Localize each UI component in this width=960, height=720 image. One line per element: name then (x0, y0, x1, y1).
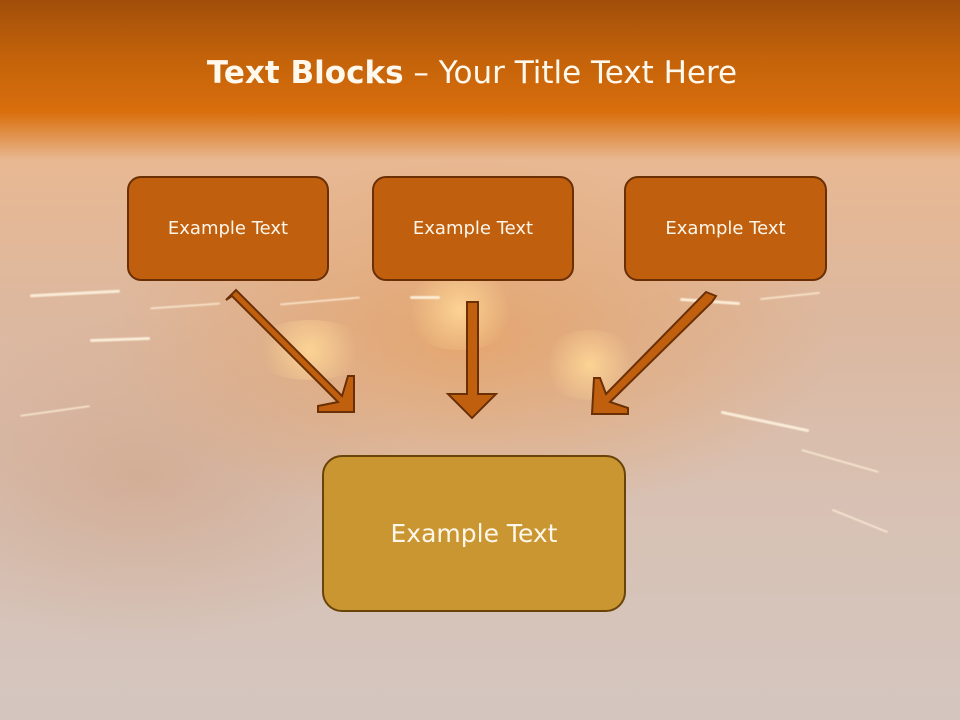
title-bold: Text Blocks (206, 55, 404, 91)
text-block-1[interactable]: Example Text (127, 176, 329, 281)
text-block-2-label: Example Text (412, 218, 534, 239)
text-block-1-label: Example Text (167, 218, 289, 239)
title-dash: – (403, 55, 439, 91)
main-text-block[interactable]: Example Text (322, 455, 626, 612)
text-block-3-label: Example Text (665, 218, 786, 239)
text-block-3[interactable]: Example Text (624, 176, 827, 281)
slide-title: Text Blocks – Your Title Text Here (0, 55, 944, 91)
text-block-2[interactable]: Example Text (372, 176, 574, 281)
arrow-left (225, 288, 355, 413)
title-bar (0, 0, 960, 160)
arrow-right (590, 290, 718, 415)
main-text-block-label: Example Text (390, 519, 558, 548)
arrow-center (445, 301, 499, 420)
title-rest: Your Title Text Here (438, 55, 738, 91)
